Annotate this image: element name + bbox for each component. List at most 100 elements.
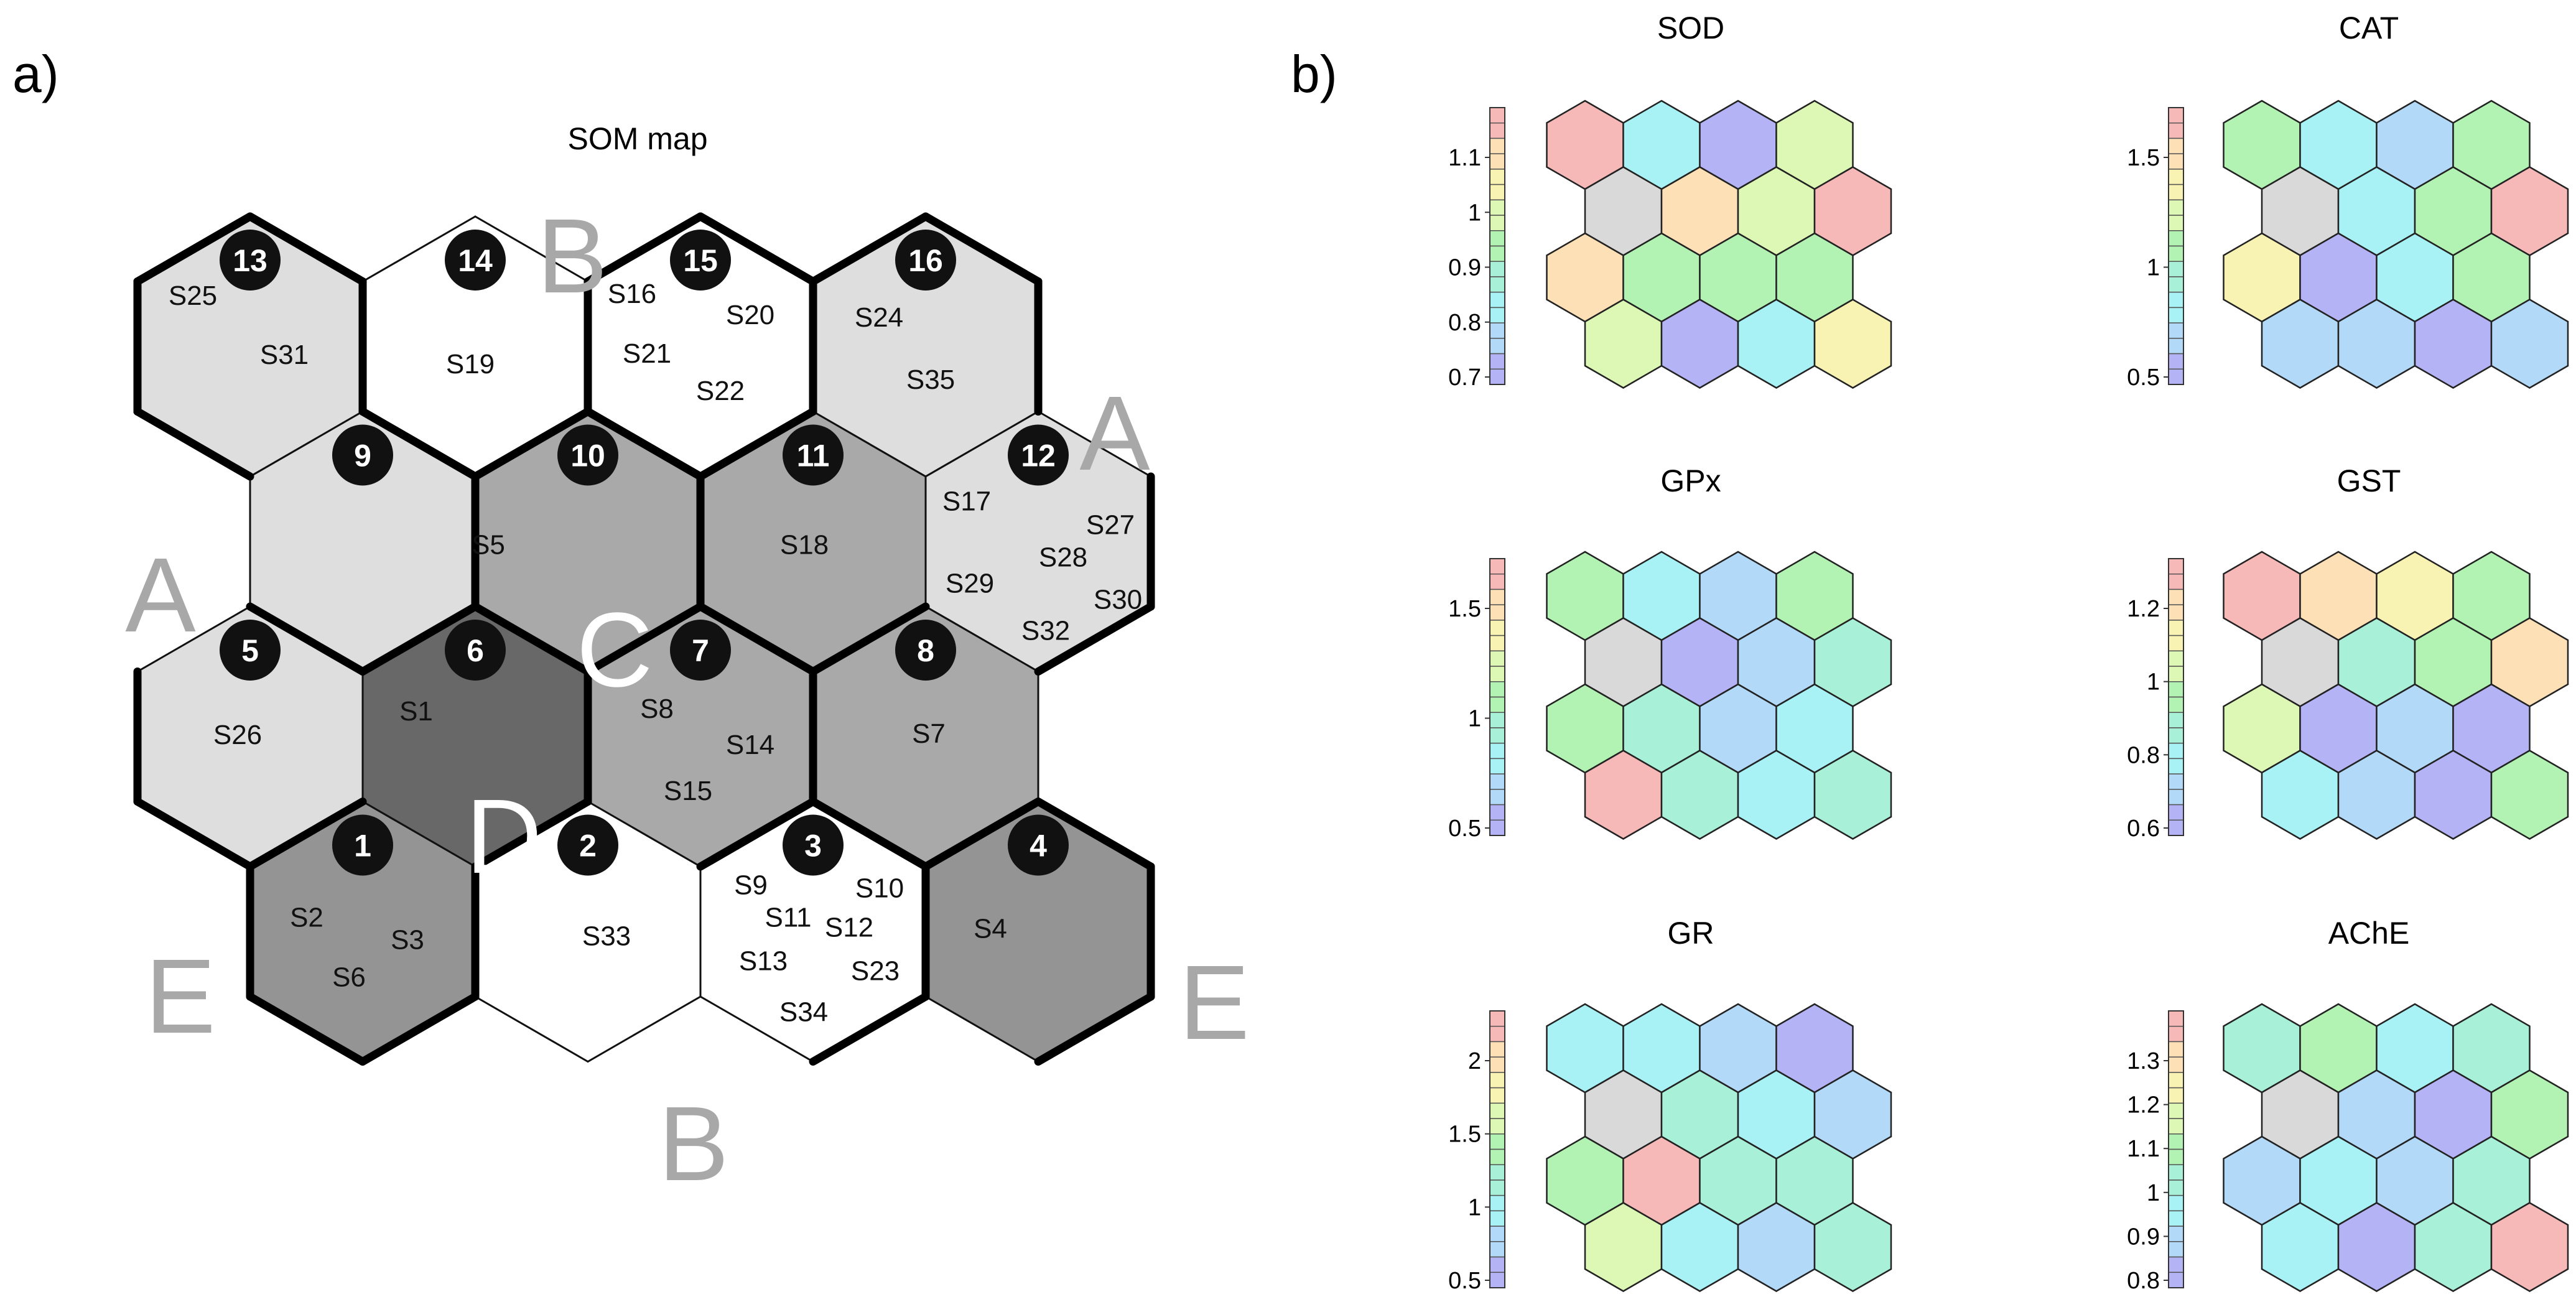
cluster-label-c: C — [577, 591, 653, 709]
panel-b: b) SOD1.110.90.80.7CAT1.510.5GPx1.510.5G… — [1291, 11, 2569, 1294]
colorbar-segment — [1489, 199, 1505, 216]
colorbar-segment — [1489, 1256, 1505, 1273]
sample-label: S24 — [855, 302, 903, 333]
cluster-label-d: D — [466, 778, 542, 896]
colorbar-segment — [2168, 1041, 2184, 1058]
heat-hex — [1813, 750, 1892, 840]
sample-label: S31 — [260, 340, 309, 370]
sample-label: S22 — [696, 376, 745, 406]
colorbar-segment — [2168, 773, 2184, 790]
sample-label: S30 — [1094, 585, 1142, 615]
colorbar-tick-label: 0.7 — [1448, 365, 1481, 391]
colorbar-segment — [2168, 789, 2184, 806]
colorbar-segment — [1489, 368, 1505, 385]
neuron-number: 7 — [692, 633, 709, 668]
colorbar-segment — [1489, 338, 1505, 355]
neuron-number: 15 — [683, 243, 718, 278]
heat-hex — [2490, 299, 2569, 389]
heat-hex — [2490, 750, 2569, 840]
sample-label: S33 — [582, 921, 631, 952]
colorbar-tick-label: 1.5 — [2127, 145, 2160, 171]
sample-label: S3 — [391, 925, 424, 956]
sample-label: S5 — [472, 530, 505, 561]
cluster-border-segment — [921, 212, 1043, 286]
colorbar-frame — [1489, 558, 1505, 836]
colorbar-segment — [2168, 712, 2184, 728]
colorbar-segment — [1489, 122, 1505, 139]
cluster-border-segment — [133, 407, 254, 481]
neuron-number-badge — [1008, 424, 1069, 486]
heat-hex — [1813, 299, 1892, 389]
neuron-number: 10 — [570, 439, 605, 473]
colorbar-segment — [1489, 773, 1505, 790]
colorbar-tick-label: 1.2 — [2127, 1092, 2160, 1119]
colorbar-segment — [2168, 291, 2184, 309]
cluster-border-segment — [584, 212, 705, 286]
panel-a-label: a) — [12, 45, 59, 103]
cluster-border-segment — [809, 798, 930, 871]
colorbar-tick-label: 0.5 — [1448, 1268, 1481, 1294]
cluster-border-segment — [133, 798, 254, 871]
neuron-number: 6 — [467, 633, 484, 668]
colorbar-segment — [2168, 353, 2184, 370]
neuron-number-badge — [670, 620, 731, 681]
neuron-number: 14 — [458, 243, 493, 278]
sample-label: S34 — [779, 997, 828, 1028]
colorbar-segment — [2168, 1226, 2184, 1242]
colorbar-segment — [2168, 107, 2184, 124]
sample-label: S35 — [906, 365, 955, 395]
heat-hex — [1813, 1202, 1892, 1292]
component-plane-title: SOD — [1657, 11, 1724, 45]
cluster-border-segment — [246, 212, 367, 286]
cluster-label-a-right: A — [1079, 375, 1150, 493]
colorbar-frame — [2168, 1010, 2184, 1288]
colorbar-segment — [1489, 137, 1505, 154]
neuron-number: 8 — [917, 633, 934, 668]
colorbar-segment — [2168, 1056, 2184, 1073]
colorbar-segment — [2168, 1072, 2184, 1089]
cluster-label-e-right: E — [1179, 944, 1249, 1062]
colorbar-segment — [1489, 1102, 1505, 1119]
cluster-border-segment — [246, 602, 367, 676]
component-plane-title: CAT — [2339, 11, 2399, 45]
neuron-number: 16 — [908, 243, 943, 278]
colorbar-segment — [1489, 276, 1505, 293]
sample-label: S6 — [332, 962, 366, 993]
cluster-border-segment — [1034, 992, 1155, 1066]
colorbar-segment — [2168, 307, 2184, 323]
colorbar-segment — [2168, 819, 2184, 836]
cluster-border-segment — [696, 798, 817, 871]
sample-label: S25 — [169, 281, 217, 311]
neuron-number-badge — [895, 230, 956, 291]
heat-hex — [2490, 1202, 2569, 1292]
neuron-number: 11 — [797, 439, 830, 473]
sample-label: S23 — [851, 956, 900, 987]
colorbar-segment — [2168, 169, 2184, 185]
colorbar-segment — [1489, 1056, 1505, 1073]
colorbar-segment — [1489, 307, 1505, 323]
cluster-border-segment — [358, 602, 480, 676]
colorbar-segment — [2168, 1256, 2184, 1273]
colorbar-tick-label: 1 — [1468, 200, 1481, 226]
colorbar-segment — [2168, 184, 2184, 201]
cluster-border-segment — [809, 992, 930, 1066]
colorbar-segment — [1489, 107, 1505, 124]
colorbar-segment — [2168, 1148, 2184, 1165]
cluster-border-segment — [696, 602, 817, 676]
component-plane-title: AChE — [2328, 916, 2410, 951]
colorbar-tick-label: 1.2 — [2127, 596, 2160, 622]
colorbar-segment — [2168, 666, 2184, 682]
sample-label: S26 — [213, 720, 262, 750]
colorbar-segment — [2168, 1164, 2184, 1181]
neuron-number-badge — [445, 230, 506, 291]
colorbar-segment — [2168, 1025, 2184, 1043]
colorbar-segment — [2168, 558, 2184, 575]
colorbar-tick-label: 0.5 — [1448, 816, 1481, 842]
sample-label: S27 — [1086, 510, 1135, 541]
colorbar-segment — [2168, 1241, 2184, 1258]
colorbar-segment — [2168, 276, 2184, 293]
